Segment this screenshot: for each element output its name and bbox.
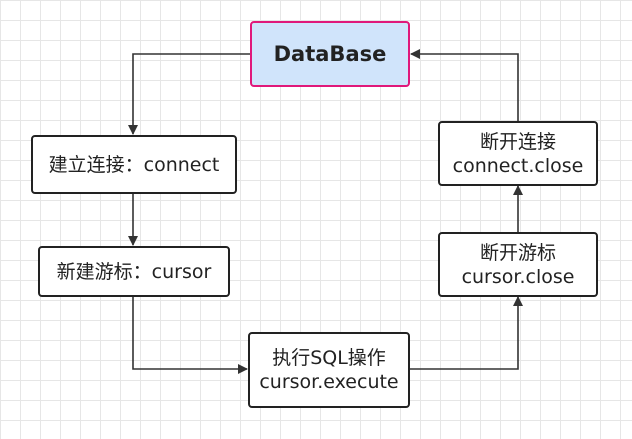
edge-connect-close-to-database	[410, 49, 519, 121]
node-cursor-close-line1: 断开游标	[479, 241, 556, 264]
node-database-label: DataBase	[273, 42, 387, 66]
node-cursor-label: 新建游标：cursor	[56, 260, 212, 283]
node-execute-line1: 执行SQL操作	[272, 347, 386, 369]
node-connect-label: 建立连接：connect	[48, 153, 220, 176]
node-database: DataBase	[250, 21, 410, 87]
node-connect: 建立连接：connect	[31, 135, 237, 194]
node-cursor-close: 断开游标 cursor.close	[438, 232, 598, 297]
node-connect-close-line2: connect.close	[452, 154, 584, 177]
edge-database-to-connect	[128, 53, 250, 135]
edge-execute-to-cursor-close	[410, 296, 523, 370]
node-cursor-close-line2: cursor.close	[461, 265, 575, 288]
node-connect-close-line1: 断开连接	[479, 130, 556, 153]
node-connect-close: 断开连接 connect.close	[438, 121, 598, 186]
node-execute-line2: cursor.execute	[259, 371, 399, 393]
edge-cursor-to-execute	[132, 297, 248, 374]
node-cursor: 新建游标：cursor	[38, 246, 230, 297]
node-execute: 执行SQL操作 cursor.execute	[248, 332, 410, 408]
